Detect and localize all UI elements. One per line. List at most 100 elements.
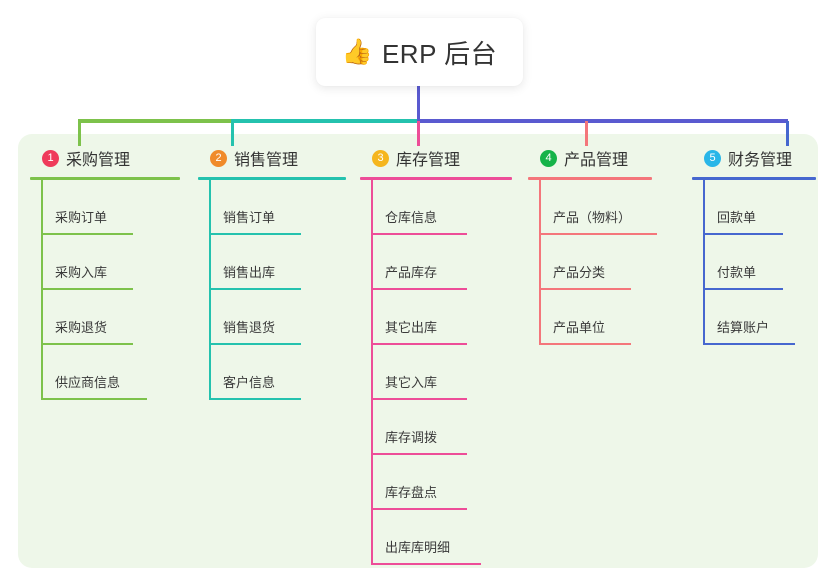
menu-item-label: 付款单 bbox=[717, 265, 757, 280]
category-spine bbox=[703, 180, 705, 345]
category-item-list: 销售订单销售出库销售退货客户信息 bbox=[198, 180, 346, 400]
menu-item-rule bbox=[209, 398, 301, 400]
connector-bus-segment-2 bbox=[231, 119, 417, 123]
menu-item-rule bbox=[371, 453, 467, 455]
menu-item-label: 仓库信息 bbox=[385, 210, 438, 225]
menu-item-label: 其它入库 bbox=[385, 375, 438, 390]
menu-item[interactable]: 库存调拨 bbox=[371, 400, 512, 455]
menu-item-label: 产品单位 bbox=[553, 320, 606, 335]
menu-item-rule bbox=[41, 288, 133, 290]
menu-item-label: 客户信息 bbox=[223, 375, 276, 390]
menu-item-rule bbox=[703, 233, 783, 235]
category-item-list: 产品（物料） 产品分类产品单位 bbox=[528, 180, 657, 345]
category-number-badge: 1 bbox=[42, 149, 59, 167]
category-title: 库存管理 bbox=[396, 152, 461, 169]
category-header-5[interactable]: 5 财务管理 bbox=[692, 146, 816, 170]
menu-item[interactable]: 采购退货 bbox=[41, 290, 180, 345]
category-header-rule bbox=[528, 177, 652, 180]
menu-item-rule bbox=[209, 233, 301, 235]
category-column-1: 1 采购管理采购订单采购入库采购退货供应商信息 bbox=[30, 146, 180, 400]
category-header-3[interactable]: 3 库存管理 bbox=[360, 146, 512, 170]
menu-item[interactable]: 出库库明细 bbox=[371, 510, 512, 565]
menu-item[interactable]: 销售订单 bbox=[209, 180, 346, 235]
menu-item-label: 库存盘点 bbox=[385, 485, 438, 500]
menu-item-rule bbox=[371, 343, 467, 345]
category-spine bbox=[539, 180, 541, 345]
menu-item[interactable]: 产品分类 bbox=[539, 235, 652, 290]
menu-item-label: 产品库存 bbox=[385, 265, 438, 280]
category-title: 财务管理 bbox=[728, 152, 793, 169]
menu-item-label: 采购退货 bbox=[55, 320, 108, 335]
category-spine bbox=[209, 180, 211, 400]
category-title: 产品管理 bbox=[564, 152, 629, 169]
menu-item[interactable]: 库存盘点 bbox=[371, 455, 512, 510]
menu-item-label: 销售出库 bbox=[223, 265, 276, 280]
menu-item-label: 供应商信息 bbox=[55, 375, 121, 390]
menu-item[interactable]: 销售出库 bbox=[209, 235, 346, 290]
menu-item[interactable]: 供应商信息 bbox=[41, 345, 180, 400]
menu-item-rule bbox=[41, 233, 133, 235]
connector-bus-segment-3 bbox=[417, 119, 788, 123]
menu-item-label: 其它出库 bbox=[385, 320, 438, 335]
connector-drop-5 bbox=[786, 121, 789, 146]
menu-item-label: 产品（物料） bbox=[553, 210, 632, 225]
menu-item[interactable]: 回款单 bbox=[703, 180, 816, 235]
menu-item-label: 产品分类 bbox=[553, 265, 606, 280]
menu-item-rule bbox=[41, 343, 133, 345]
menu-item[interactable]: 采购入库 bbox=[41, 235, 180, 290]
menu-item[interactable]: 仓库信息 bbox=[371, 180, 512, 235]
menu-item[interactable]: 产品库存 bbox=[371, 235, 512, 290]
menu-item[interactable]: 结算账户 bbox=[703, 290, 816, 345]
category-number-badge: 3 bbox=[372, 149, 389, 167]
category-item-list: 回款单付款单结算账户 bbox=[692, 180, 816, 345]
menu-item[interactable]: 其它出库 bbox=[371, 290, 512, 345]
menu-item[interactable]: 其它入库 bbox=[371, 345, 512, 400]
menu-item[interactable]: 付款单 bbox=[703, 235, 816, 290]
menu-item-rule bbox=[41, 398, 147, 400]
category-spine bbox=[41, 180, 43, 400]
connector-drop-2 bbox=[231, 121, 234, 146]
menu-item-label: 出库库明细 bbox=[385, 540, 451, 555]
menu-item-rule bbox=[209, 288, 301, 290]
connector-bus-segment-1 bbox=[78, 119, 231, 123]
category-number-badge: 4 bbox=[540, 149, 557, 167]
category-spine bbox=[371, 180, 373, 565]
menu-item-label: 销售订单 bbox=[223, 210, 276, 225]
connector-drop-3 bbox=[417, 121, 420, 146]
menu-item-rule bbox=[371, 508, 467, 510]
menu-item-label: 销售退货 bbox=[223, 320, 276, 335]
menu-item-rule bbox=[371, 398, 467, 400]
category-item-list: 采购订单采购入库采购退货供应商信息 bbox=[30, 180, 180, 400]
menu-item-label: 结算账户 bbox=[717, 320, 770, 335]
category-header-rule bbox=[360, 177, 512, 180]
connector-drop-4 bbox=[585, 121, 588, 146]
menu-item-rule bbox=[703, 288, 783, 290]
root-node-title: ERP 后台 bbox=[381, 38, 498, 69]
category-column-5: 5 财务管理回款单付款单结算账户 bbox=[692, 146, 816, 345]
menu-item[interactable]: 客户信息 bbox=[209, 345, 346, 400]
thumbs-up-icon: 👍 bbox=[341, 37, 373, 66]
menu-item-label: 采购入库 bbox=[55, 265, 108, 280]
connector-drop-1 bbox=[78, 121, 81, 146]
menu-item-rule bbox=[371, 233, 467, 235]
category-title: 销售管理 bbox=[234, 152, 299, 169]
menu-item-rule bbox=[209, 343, 301, 345]
menu-item-rule bbox=[539, 288, 631, 290]
menu-item[interactable]: 销售退货 bbox=[209, 290, 346, 345]
category-title: 采购管理 bbox=[66, 152, 131, 169]
diagram-background-panel bbox=[18, 134, 818, 568]
category-header-rule bbox=[30, 177, 180, 180]
category-number-badge: 5 bbox=[704, 149, 721, 167]
connector-trunk bbox=[417, 86, 420, 121]
category-header-1[interactable]: 1 采购管理 bbox=[30, 146, 180, 170]
menu-item[interactable]: 产品单位 bbox=[539, 290, 652, 345]
category-header-4[interactable]: 4 产品管理 bbox=[528, 146, 652, 170]
menu-item[interactable]: 产品（物料） bbox=[539, 180, 657, 235]
menu-item[interactable]: 采购订单 bbox=[41, 180, 180, 235]
category-column-4: 4 产品管理产品（物料） 产品分类产品单位 bbox=[528, 146, 657, 345]
menu-item-rule bbox=[539, 343, 631, 345]
menu-item-rule bbox=[371, 288, 467, 290]
root-node-card[interactable]: 👍 ERP 后台 bbox=[316, 18, 523, 86]
